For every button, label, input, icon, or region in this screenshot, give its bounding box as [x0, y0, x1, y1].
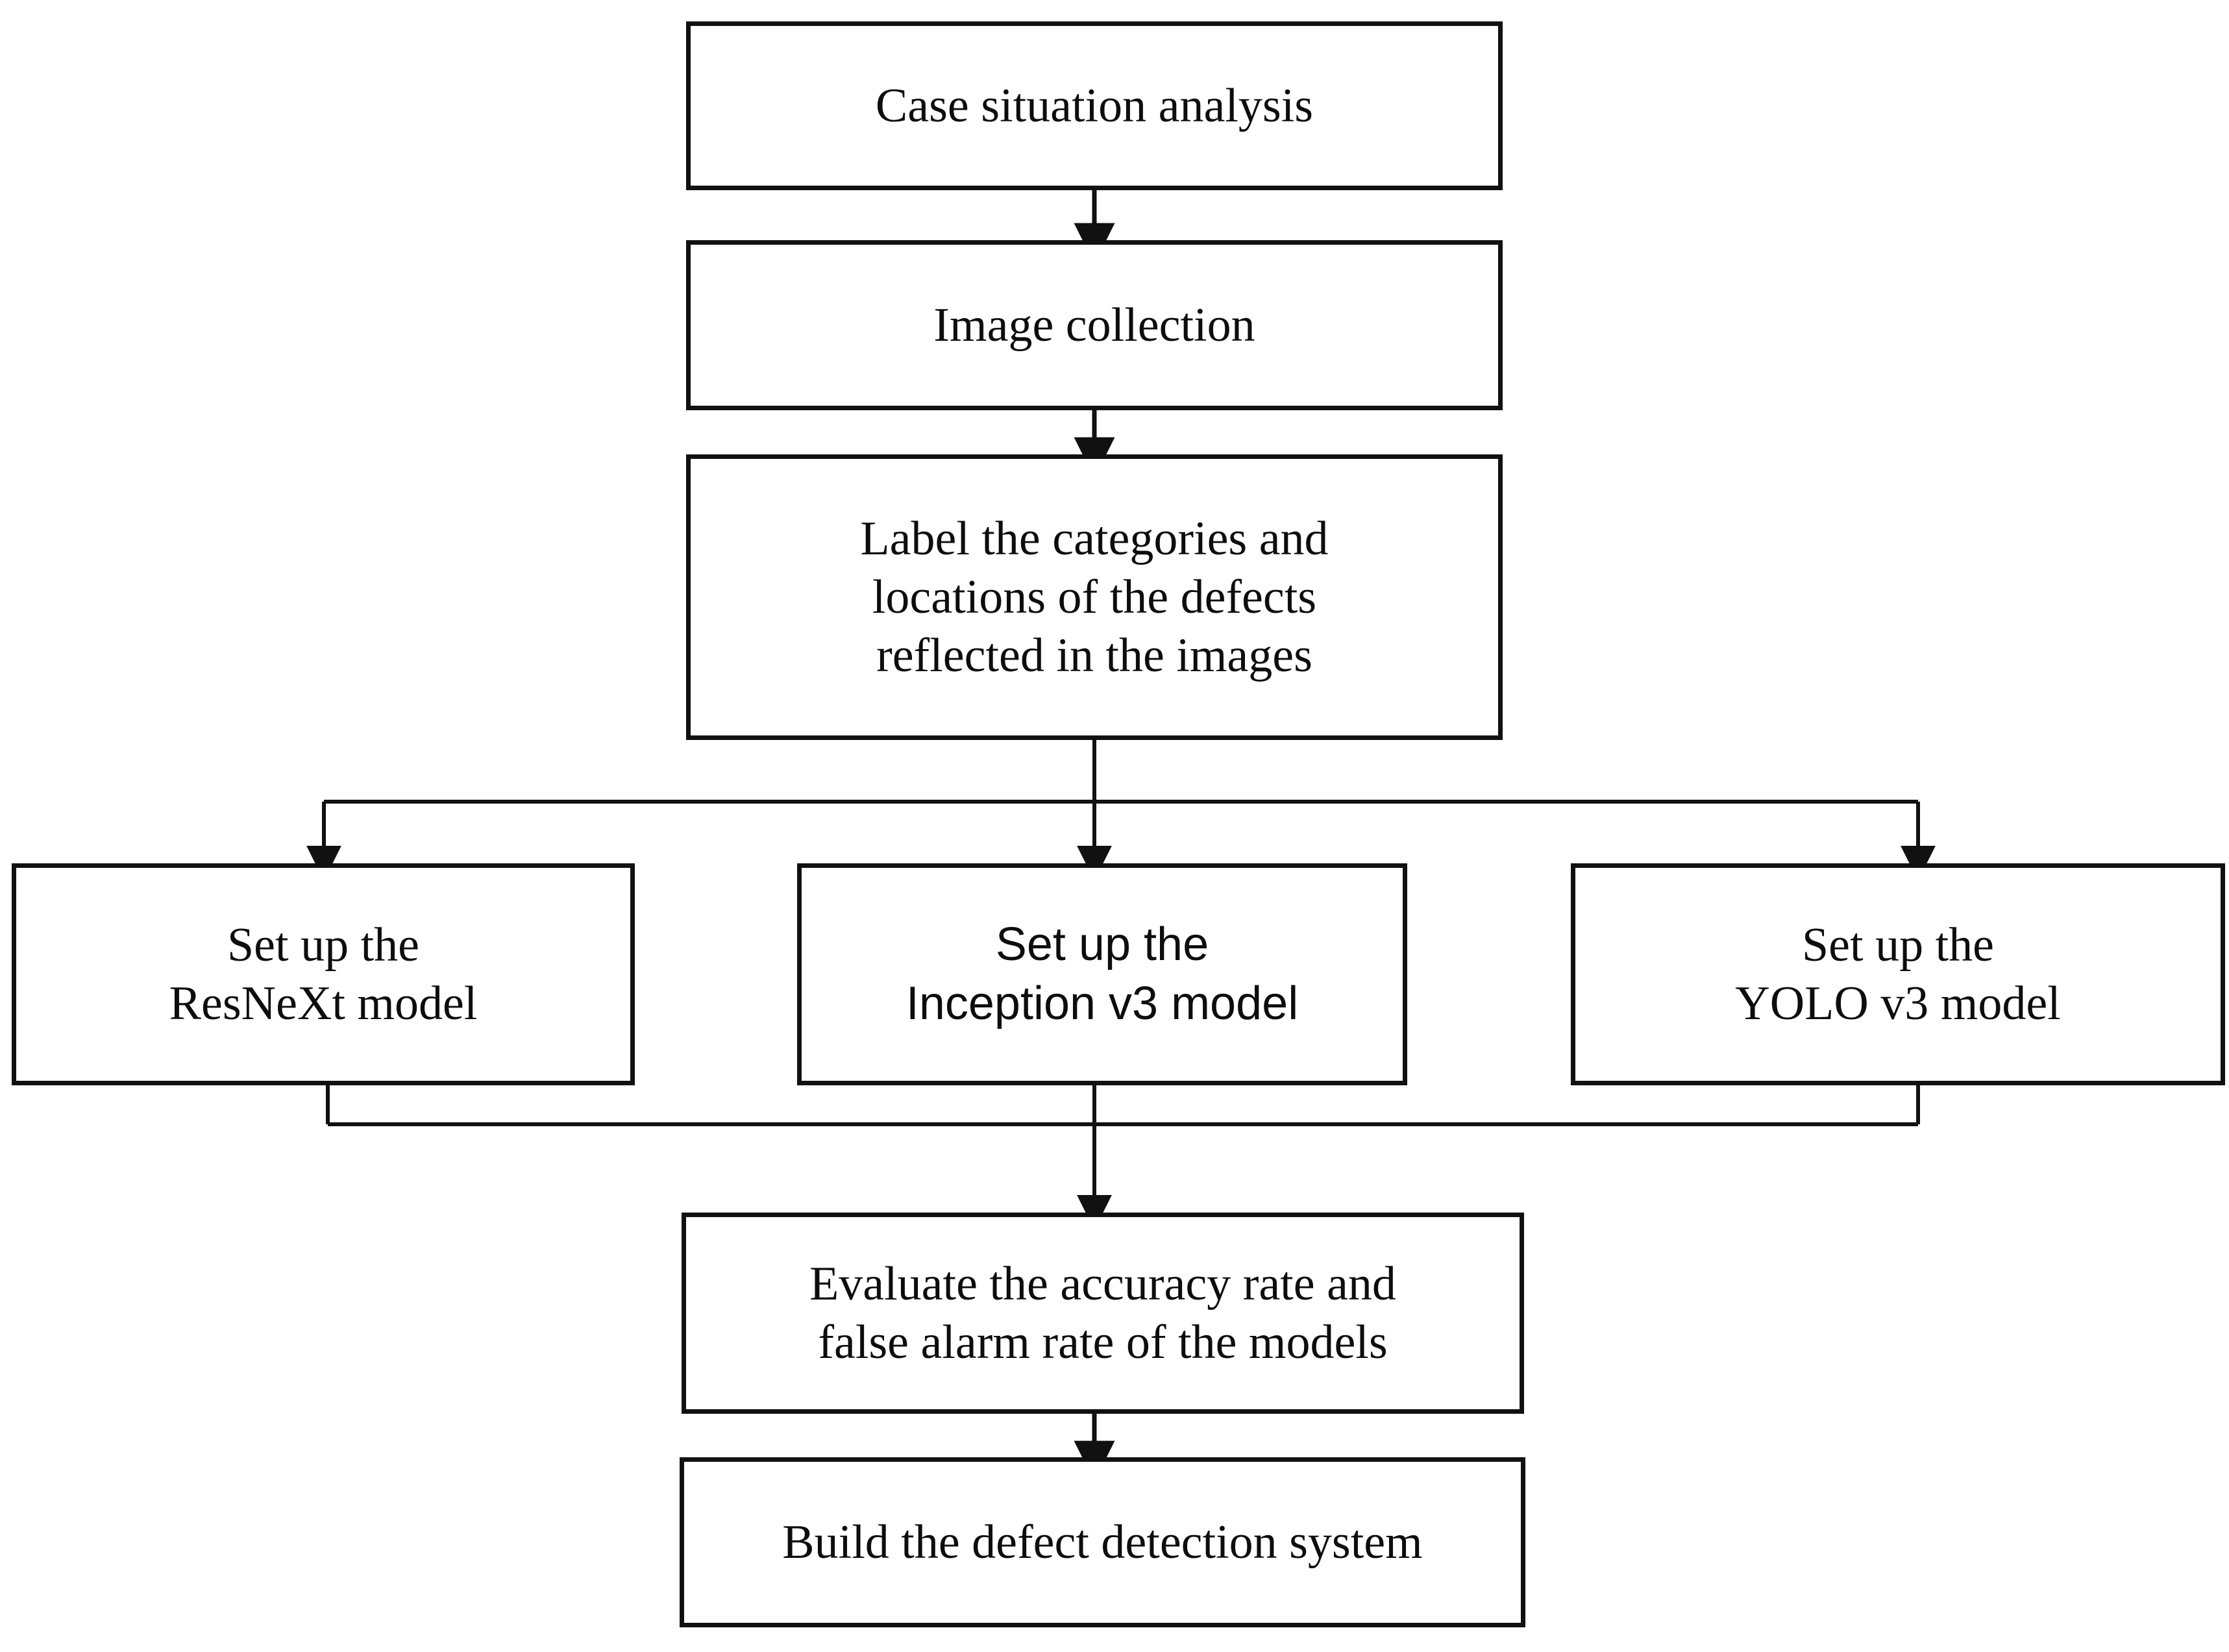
node-label-defects[interactable]: Label the categories and locations of th…	[686, 454, 1503, 740]
edge-models-to-evaluate-bus	[326, 1085, 1920, 1230]
node-setup-resnext-model[interactable]: Set up the ResNeXt model	[12, 863, 635, 1085]
node-label-setup-resnext-model: Set up the ResNeXt model	[169, 918, 478, 1030]
node-build-defect-detection-system[interactable]: Build the defect detection system	[680, 1457, 1525, 1627]
node-image-collection[interactable]: Image collection	[686, 240, 1503, 410]
node-evaluate-models[interactable]: Evaluate the accuracy rate and false ala…	[682, 1213, 1524, 1414]
node-setup-inception-v3-model[interactable]: Set up the Inception v3 model	[797, 863, 1407, 1085]
node-label-evaluate-models: Evaluate the accuracy rate and false ala…	[809, 1257, 1396, 1369]
node-case-situation-analysis[interactable]: Case situation analysis	[686, 21, 1503, 190]
node-label-image-collection: Image collection	[933, 298, 1255, 352]
edge-label-to-models-bus	[306, 740, 1936, 881]
node-label-case-situation-analysis: Case situation analysis	[875, 79, 1314, 132]
node-label-label-defects: Label the categories and locations of th…	[860, 512, 1329, 683]
node-label-setup-yolo-v3-model: Set up the YOLO v3 model	[1735, 918, 2061, 1030]
node-setup-yolo-v3-model[interactable]: Set up the YOLO v3 model	[1571, 863, 2225, 1085]
node-label-build-defect-detection-system: Build the defect detection system	[782, 1515, 1423, 1569]
node-label-setup-inception-v3-model: Set up the Inception v3 model	[905, 918, 1299, 1029]
